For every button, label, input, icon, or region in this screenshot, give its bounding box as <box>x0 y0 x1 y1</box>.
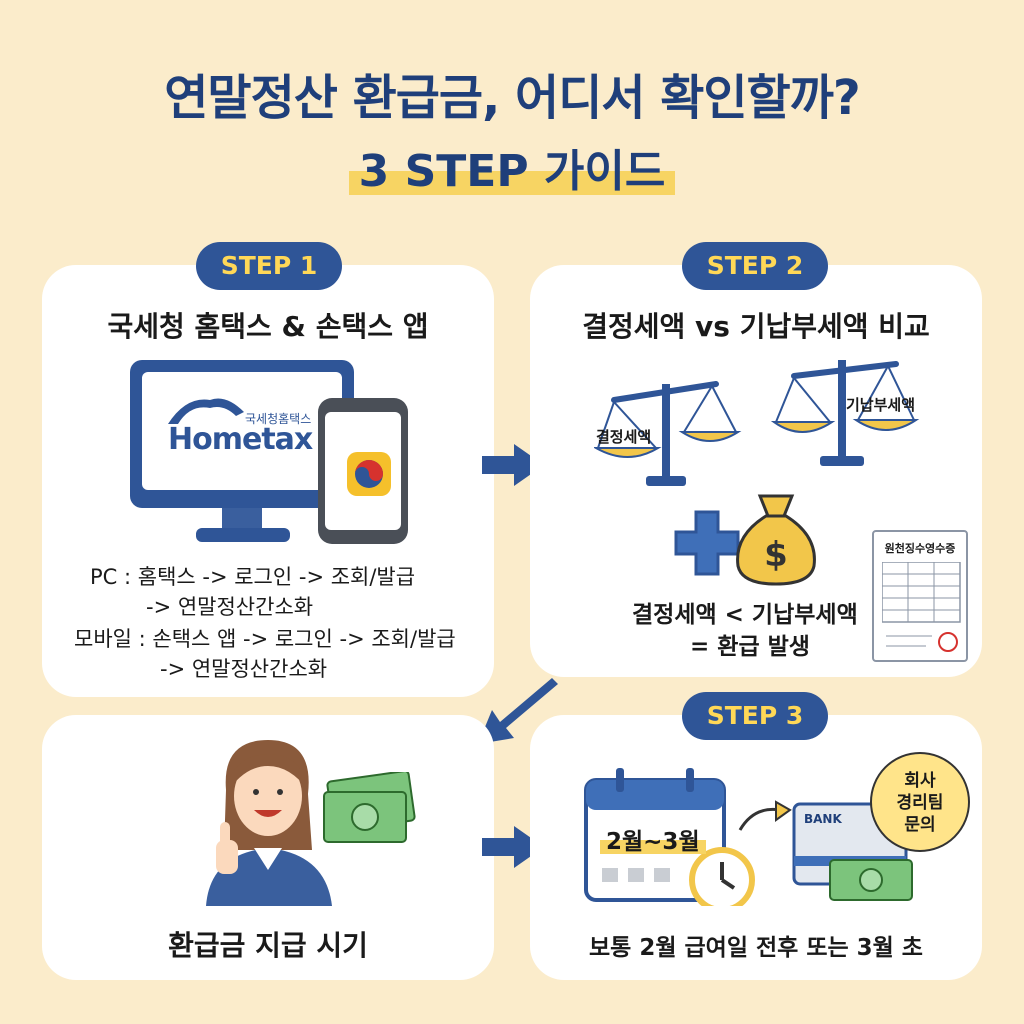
mobile-instruction-line2: -> 연말정산간소화 <box>160 657 328 681</box>
hometax-logo: Hometax <box>168 422 313 457</box>
step3-badge: STEP 3 <box>682 692 828 740</box>
phone-icon <box>318 398 408 544</box>
receipt-title: 원천징수영수증 <box>884 542 956 555</box>
svg-text:$: $ <box>764 535 788 575</box>
monitor-base <box>196 528 290 542</box>
date-range: 2월~3월 <box>600 822 706 856</box>
step1-badge: STEP 1 <box>196 242 342 290</box>
step1-title: 국세청 홈택스 & 손택스 앱 <box>107 310 429 343</box>
cash-icon <box>323 772 416 843</box>
mobile-instruction-line1: 모바일 : 손택스 앱 -> 로그인 -> 조회/발급 <box>74 627 456 651</box>
bubble-line2: 경리팀 <box>896 793 944 813</box>
sontax-app-icon <box>347 452 391 496</box>
scale-right-icon <box>770 360 920 466</box>
curved-arrow-icon <box>738 800 792 831</box>
receipt-table-icon <box>882 562 961 652</box>
step3-caption: 보통 2월 급여일 전후 또는 3월 초 <box>589 935 923 961</box>
money-bag-icon: $ <box>736 494 816 586</box>
arrow-down-left-icon <box>478 678 558 744</box>
arrow-right-icon-2 <box>482 826 544 868</box>
phone-screen <box>325 412 401 530</box>
bubble-line1: 회사 <box>904 771 936 791</box>
woman-thumbs-up-icon <box>206 740 332 906</box>
scale-left-icon <box>594 381 742 486</box>
arrow-right-icon <box>482 444 544 486</box>
taegeuk-icon <box>355 460 383 488</box>
page-subtitle: 3 STEP 가이드 <box>348 135 676 199</box>
bank-label: BANK <box>804 812 842 826</box>
company-inquiry-bubble: 회사 경리팀 문의 <box>870 752 970 852</box>
page-title: 연말정산 환급금, 어디서 확인할까? <box>164 70 860 126</box>
refund-timing-caption: 환급금 지급 시기 <box>168 929 368 962</box>
monitor-icon <box>130 360 354 508</box>
scale-right-label: 기납부세액 <box>846 396 916 414</box>
scale-left-label: 결정세액 <box>596 428 652 446</box>
monitor-neck <box>222 508 262 530</box>
hometax-roof-icon <box>168 398 244 424</box>
pc-instruction-line2: -> 연말정산간소화 <box>146 595 314 619</box>
step2-badge: STEP 2 <box>682 242 828 290</box>
hometax-logo-sub: 국세청홈택스 <box>245 412 312 426</box>
page-subtitle-wrap: 3 STEP 가이드 <box>0 135 1024 199</box>
tax-receipt-icon: 원천징수영수증 <box>872 530 968 662</box>
plus-icon <box>674 510 740 576</box>
monitor-screen <box>142 372 342 490</box>
bubble-line3: 문의 <box>904 815 936 835</box>
pc-instruction-line1: PC : 홈택스 -> 로그인 -> 조회/발급 <box>90 565 416 589</box>
formula-line2: = 환급 발생 <box>690 634 810 660</box>
step2-title: 결정세액 vs 기납부세액 비교 <box>582 310 930 343</box>
formula-line1: 결정세액 < 기납부세액 <box>632 602 858 628</box>
